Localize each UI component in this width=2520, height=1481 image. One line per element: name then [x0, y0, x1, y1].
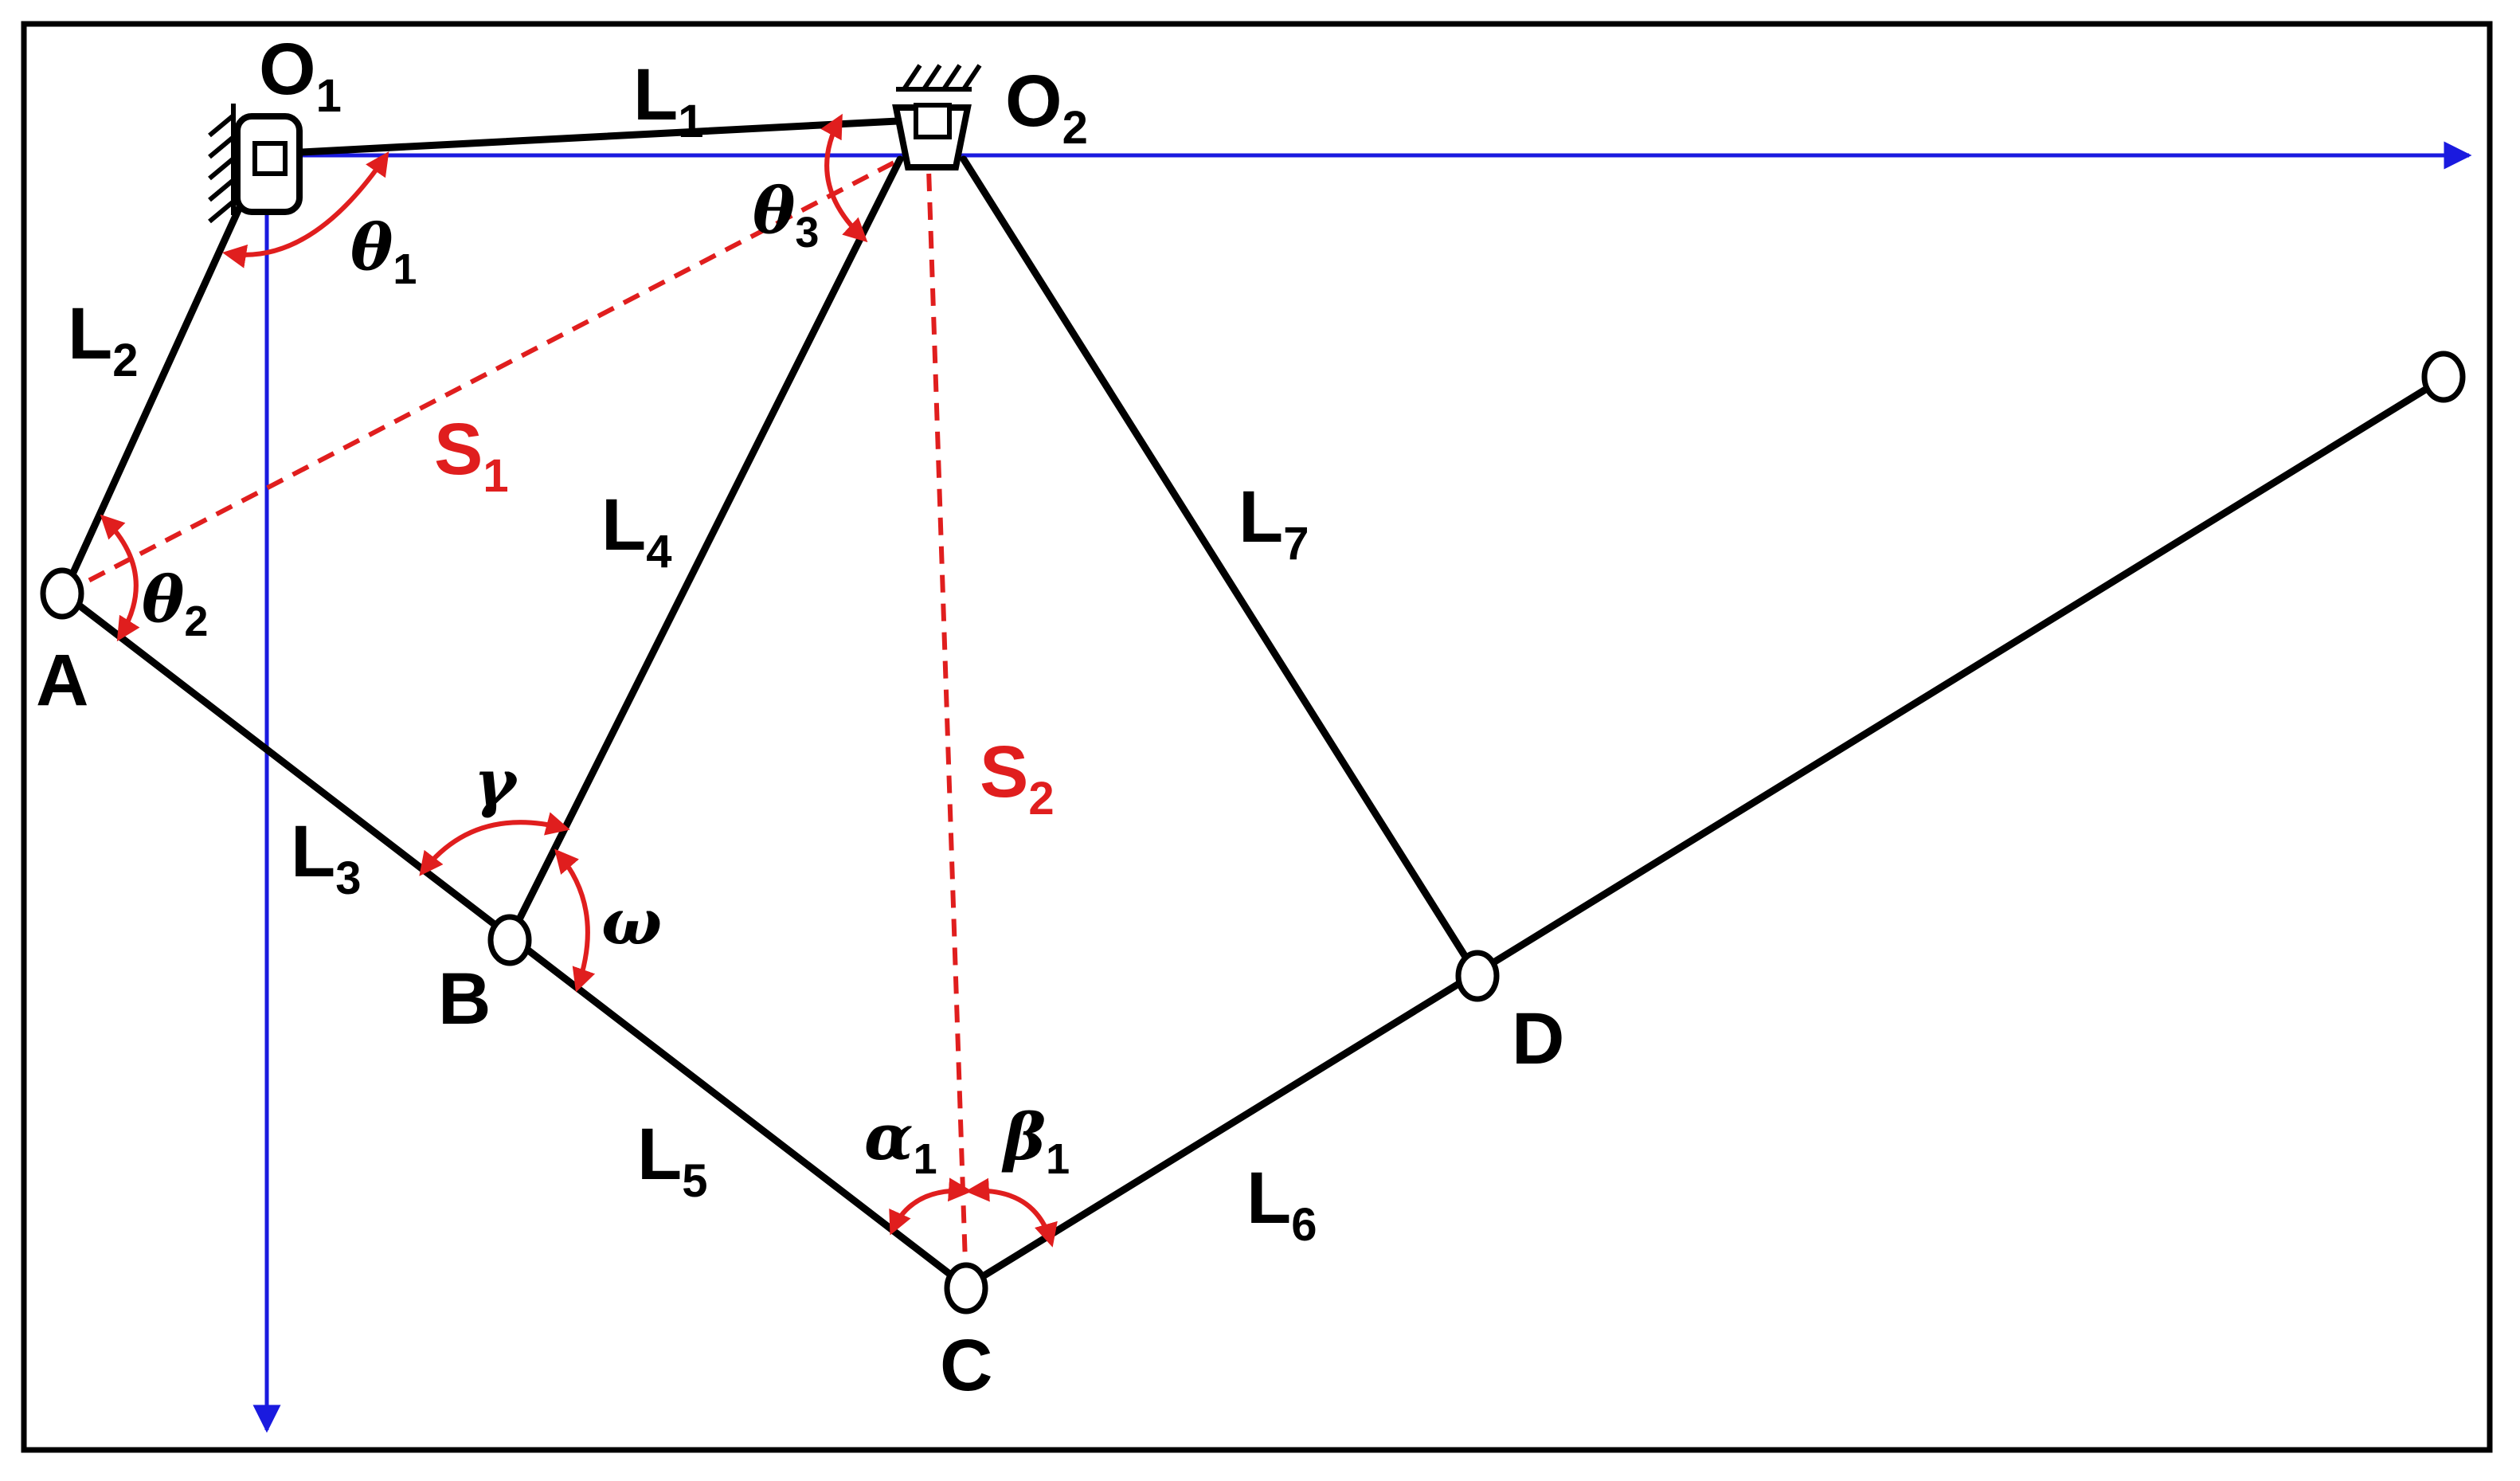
- label-gamma: γ: [474, 745, 518, 820]
- alpha1-arc: [889, 1177, 972, 1236]
- label-d: D: [1512, 998, 1564, 1079]
- theta3-arc: [820, 113, 868, 243]
- joint-b: [487, 914, 532, 966]
- label-l1: L1: [633, 54, 703, 147]
- label-l2: L2: [68, 293, 138, 386]
- label-theta2: θ2: [142, 562, 208, 645]
- joint-end: [2421, 351, 2466, 403]
- joint-d: [1455, 950, 1500, 1002]
- label-theta1: θ1: [350, 210, 417, 293]
- label-l4: L4: [601, 484, 671, 578]
- label-theta3: θ3: [753, 173, 819, 257]
- label-l7: L7: [1238, 476, 1309, 570]
- ground-support-o1: [208, 104, 303, 224]
- label-l3: L3: [291, 811, 361, 904]
- figure-frame: [21, 21, 2493, 1453]
- joint-c: [944, 1262, 988, 1314]
- label-l6: L6: [1246, 1158, 1317, 1251]
- label-alpha1: α1: [864, 1099, 937, 1183]
- label-b: B: [438, 958, 491, 1040]
- gamma-arc: [419, 812, 570, 876]
- s2-dashed-line: [925, 144, 968, 1287]
- link-l2: [60, 187, 251, 597]
- theta1-arc: [222, 151, 389, 268]
- link-l4: [506, 155, 904, 942]
- label-a: A: [36, 640, 88, 721]
- ground-support-o2: [892, 64, 982, 170]
- link-l7: [960, 155, 1481, 980]
- s1-dashed-line: [62, 143, 929, 596]
- link-l1: [267, 116, 932, 158]
- label-o1: O1: [259, 29, 342, 122]
- link-l6: [962, 374, 2448, 1291]
- beta1-arc: [965, 1177, 1058, 1248]
- label-beta1: β1: [1001, 1099, 1070, 1183]
- label-o2: O2: [1005, 61, 1088, 154]
- label-omega: ω: [601, 884, 662, 959]
- omega-arc: [554, 848, 596, 993]
- label-s1: S1: [434, 409, 509, 502]
- label-c: C: [940, 1325, 992, 1406]
- joint-a: [40, 567, 84, 620]
- label-s2: S2: [980, 731, 1055, 825]
- theta2-arc: [100, 514, 140, 642]
- label-l5: L5: [637, 1114, 707, 1207]
